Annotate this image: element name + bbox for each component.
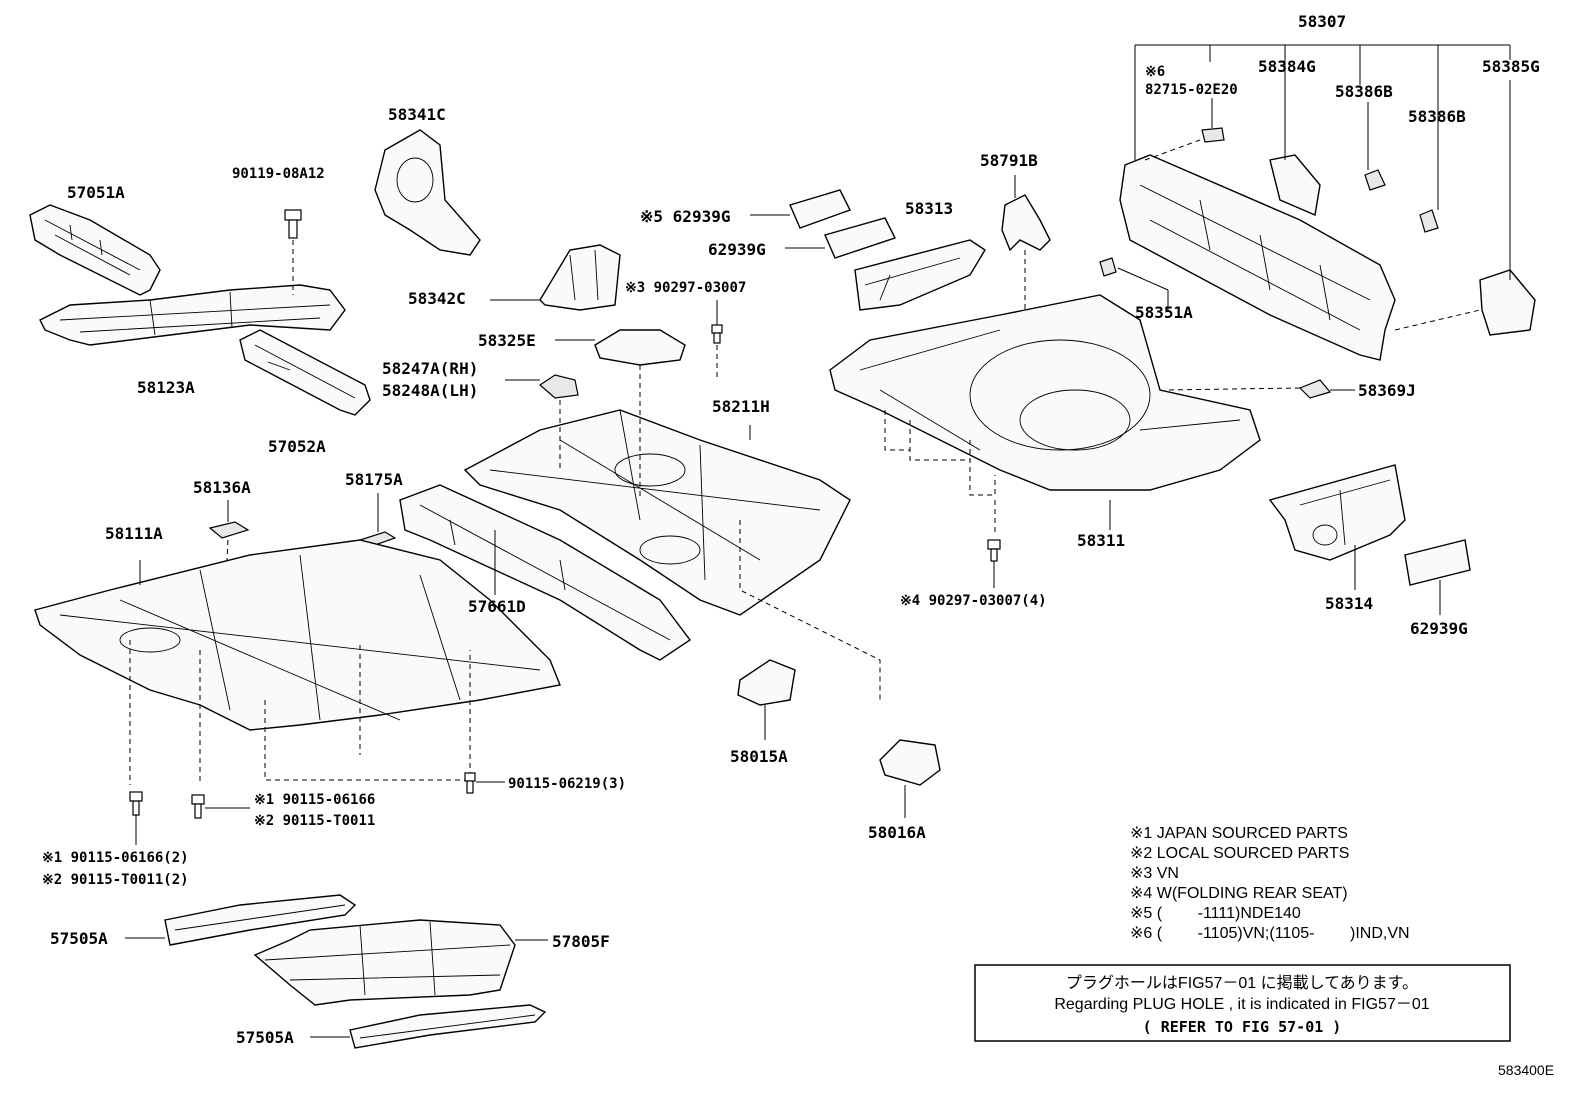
label-58123a: 58123A (137, 378, 195, 397)
label-90115-2b: ※2 90115-T0011(2) (42, 872, 189, 888)
reference-link[interactable]: ( REFER TO FIG 57-01 ) (1143, 1018, 1342, 1036)
part-57505a-lower-drawing (310, 1004, 547, 1049)
part-58123a-drawing (39, 284, 346, 346)
part-58341c-drawing (374, 129, 481, 256)
label-58211h: 58211H (712, 397, 770, 416)
label-57505a-1: 57505A (50, 929, 108, 948)
part-58016a-drawing (739, 520, 941, 818)
label-90115-1b: ※1 90115-06166(2) (42, 850, 189, 866)
part-58342c-drawing (490, 244, 621, 311)
part-58314-drawing (1268, 464, 1471, 615)
bolt-90297-4-drawing (884, 410, 1111, 588)
label-58015a: 58015A (730, 747, 788, 766)
label-58111a: 58111A (105, 524, 163, 543)
footnote-4: ※4 W(FOLDING REAR SEAT) (1130, 885, 1348, 902)
footnote-3: ※3 VN (1130, 865, 1179, 882)
footnotes: ※1 JAPAN SOURCED PARTS ※2 LOCAL SOURCED … (1130, 825, 1410, 942)
label-58351a: 58351A (1135, 303, 1193, 322)
label-58385g: 58385G (1482, 57, 1540, 76)
part-58307-drawing (1119, 44, 1536, 361)
footnote-2: ※2 LOCAL SOURCED PARTS (1130, 845, 1349, 862)
label-58386b-1: 58386B (1335, 82, 1393, 101)
part-57052a-drawing (239, 329, 371, 416)
label-57805f: 57805F (552, 932, 610, 951)
footnote-6: ※6 ( -1105)VN;(1105- )IND,VN (1130, 925, 1410, 942)
part-58313-drawing (854, 239, 986, 311)
label-90297-4: ※4 90297-03007(4) (900, 593, 1047, 609)
label-90297-vn: ※3 90297-03007 (625, 280, 746, 296)
label-58175a: 58175A (345, 470, 403, 489)
label-58248a: 58248A(LH) (382, 381, 478, 400)
label-58016a: 58016A (868, 823, 926, 842)
bolt-90115-drawings (129, 772, 505, 845)
part-57805f-drawing (253, 919, 548, 1006)
label-57051a: 57051A (67, 183, 125, 202)
label-57661d: 57661D (468, 597, 526, 616)
label-82715-note: ※6 (1145, 64, 1165, 80)
label-57052a: 57052A (268, 437, 326, 456)
label-62939g-a: 62939G (708, 240, 766, 259)
part-58211h-drawing (463, 409, 851, 616)
label-90115-06219: 90115-06219(3) (508, 776, 626, 792)
reference-box: プラグホールはFIG57－01 に掲載してあります。 Regarding PLU… (974, 964, 1511, 1042)
footnote-5: ※5 ( -1111)NDE140 (1130, 905, 1301, 922)
part-57505a-upper-drawing (125, 894, 357, 946)
reference-line-jp: プラグホールはFIG57－01 に掲載してあります。 (1066, 974, 1418, 992)
label-62939g-b: 62939G (1410, 619, 1468, 638)
label-58384g: 58384G (1258, 57, 1316, 76)
part-58111a-drawing (34, 539, 561, 785)
label-90115-1: ※1 90115-06166 (254, 792, 375, 808)
part-62939g-pads-drawing (750, 189, 896, 259)
reference-line-en: Regarding PLUG HOLE , it is indicated in… (1054, 996, 1429, 1013)
label-57505a-2: 57505A (236, 1028, 294, 1047)
part-58015a-drawing (737, 659, 796, 740)
label-58313: 58313 (905, 199, 953, 218)
label-58136a: 58136A (193, 478, 251, 497)
bolt-90119-drawing (284, 209, 302, 295)
part-57051a-drawing (29, 204, 161, 296)
part-58369j-drawing (1164, 379, 1355, 399)
label-58341c: 58341C (388, 105, 446, 124)
label-82715: 82715-02E20 (1145, 82, 1238, 98)
part-58247a-drawing (505, 374, 579, 470)
label-58369j: 58369J (1358, 381, 1416, 400)
part-58311-drawing (829, 257, 1261, 491)
part-57661d-drawing (399, 484, 692, 661)
label-58247a: 58247A(RH) (382, 359, 478, 378)
label-58325e: 58325E (478, 331, 536, 350)
label-58314: 58314 (1325, 594, 1373, 613)
label-58791b: 58791B (980, 151, 1038, 170)
label-90119: 90119-08A12 (232, 166, 325, 182)
diagram-id: 583400E (1498, 1062, 1554, 1078)
label-58342c: 58342C (408, 289, 466, 308)
bolt-90297-vn-drawing (711, 300, 723, 380)
footnote-1: ※1 JAPAN SOURCED PARTS (1130, 825, 1348, 842)
label-58311: 58311 (1077, 531, 1125, 550)
part-58325e-drawing (555, 329, 686, 500)
label-62939g-5: ※5 62939G (640, 207, 730, 226)
label-58307: 58307 (1298, 12, 1346, 31)
label-58386b-2: 58386B (1408, 107, 1466, 126)
label-90115-2: ※2 90115-T0011 (254, 813, 375, 829)
